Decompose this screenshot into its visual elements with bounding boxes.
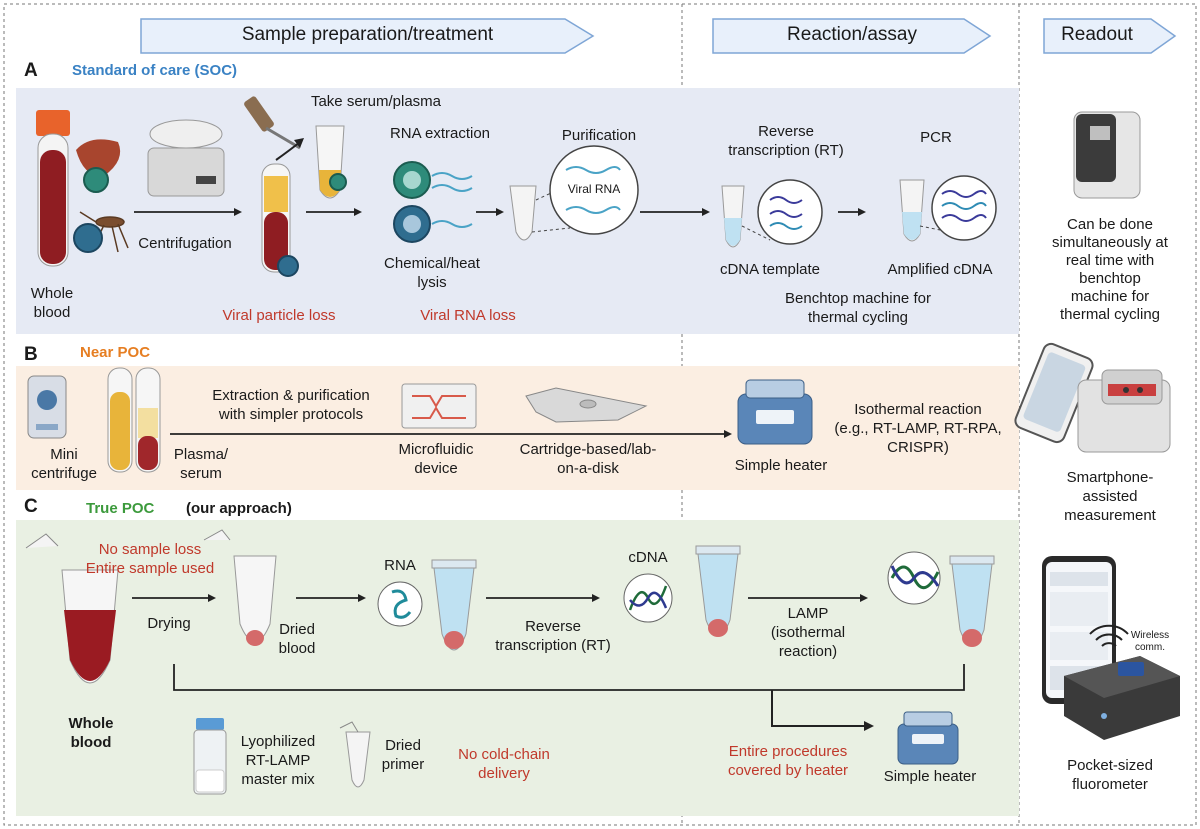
microfluidic-chip-icon: [401, 383, 477, 429]
cdna-tube-icon: [695, 545, 741, 637]
simple-heater-icon: [897, 711, 959, 765]
viral-rna-label: Viral RNA: [567, 182, 621, 196]
virus-icon: [73, 223, 103, 253]
panel-a-title: Standard of care (SOC): [72, 62, 238, 79]
whole-blood-tube-icon: [25, 533, 119, 684]
dried-primer-tube-icon: [345, 731, 371, 788]
simple-heater-c-label: Simple heater: [883, 768, 977, 785]
wireless-label: Wireless comm.: [1130, 630, 1170, 653]
reverse-transcription-c-label: Reverse transcription (RT): [495, 618, 611, 654]
dried-blood-label: Dried blood: [278, 621, 316, 657]
header-readout: Readout: [1043, 18, 1177, 54]
wireless-icon: [1089, 624, 1129, 647]
lamp-tube-icon: [949, 555, 995, 647]
whole-blood-c-label: Whole blood: [68, 715, 114, 751]
extraction-label: Extraction & purification with simpler p…: [212, 387, 370, 423]
fluorometer-phone-icon: [1042, 556, 1116, 704]
entire-procedures-label: Entire procedures covered by heater: [727, 743, 849, 779]
benchtop-machine-icon: [1073, 111, 1141, 199]
liver-icon: [76, 139, 121, 177]
lyophilized-vial-icon: [193, 718, 227, 795]
rna-label: RNA: [384, 557, 416, 574]
microfluidic-label: Microfluidic device: [398, 441, 474, 477]
viral-particle-loss-label: Viral particle loss: [222, 307, 336, 324]
fluorometer-readout-label: Pocket-sized fluorometer: [1067, 757, 1153, 793]
panel-c-background: [16, 520, 1019, 816]
header-sample-prep: Sample preparation/treatment: [140, 18, 595, 54]
drying-label: Drying: [147, 615, 191, 632]
pipette-icon: [244, 96, 301, 150]
panel-c-letter: C: [24, 496, 38, 517]
reverse-transcription-label: Reverse transcription (RT): [728, 123, 844, 159]
amplified-cdna-label: Amplified cDNA: [887, 261, 993, 278]
panel-b-title: Near POC: [80, 344, 151, 361]
pocket-fluorometer-icon: [1064, 656, 1180, 740]
take-serum-label: Take serum/plasma: [310, 93, 442, 110]
panel-b-letter: B: [24, 344, 38, 365]
header-sample-prep-label: Sample preparation/treatment: [241, 24, 494, 45]
cdna-template-label: cDNA template: [719, 261, 821, 278]
panel-c-approach: (our approach): [186, 500, 292, 517]
cartridge-label: Cartridge-based/lab- on-a-disk: [519, 441, 657, 477]
no-sample-loss-label: No sample loss Entire sample used: [85, 541, 215, 577]
virus-icon: [277, 255, 299, 277]
benchtop-label: Benchtop machine for thermal cycling: [785, 290, 931, 326]
no-cold-chain-label: No cold-chain delivery: [458, 746, 550, 782]
header-reaction-label: Reaction/assay: [787, 24, 917, 45]
simple-heater-b-label: Simple heater: [734, 457, 828, 474]
panel-b-background: [16, 366, 1019, 490]
cdna-circle: [757, 179, 823, 245]
mini-centrifuge-icon: [27, 375, 67, 439]
whole-blood-label: Whole blood: [30, 285, 74, 321]
header-reaction: Reaction/assay: [712, 18, 992, 54]
plasma-tube-icon: [107, 367, 133, 473]
separated-tube-icon: [261, 163, 291, 273]
rt-tube-icon: [721, 185, 771, 248]
mosquito-icon: [79, 211, 129, 253]
isothermal-label: Isothermal reaction (e.g., RT-LAMP, RT-R…: [834, 401, 1002, 456]
header-readout-label: Readout: [1061, 24, 1133, 45]
purification-label: Purification: [561, 127, 637, 144]
centrifuge-icon: [147, 119, 225, 197]
plasma-serum-label: Plasma/ serum: [173, 446, 229, 482]
lamp-label: LAMP (isothermal reaction): [770, 605, 846, 660]
centrifugation-label: Centrifugation: [138, 235, 232, 252]
lysed-virus-icon: [393, 161, 473, 243]
simple-heater-icon: [737, 379, 813, 445]
pcr-tube-icon: [899, 179, 941, 242]
serum-tube-icon: [135, 367, 161, 473]
viral-rna-loss-label: Viral RNA loss: [420, 307, 516, 324]
panel-c-title: True POC: [86, 500, 155, 517]
virus-icon: [329, 173, 347, 191]
dried-blood-tube-icon: [203, 529, 277, 646]
cdna-label: cDNA: [628, 549, 668, 566]
rna-tube-icon: [431, 559, 477, 651]
lyophilized-label: Lyophilized RT-LAMP master mix: [240, 733, 316, 788]
chemical-heat-label: Chemical/heat lysis: [384, 255, 480, 291]
benchtop-readout-label: Can be done simultaneously at real time …: [1052, 216, 1168, 323]
blood-tube-icon: [36, 110, 70, 267]
pcr-label: PCR: [920, 129, 952, 146]
dried-primer-label: Dried primer: [381, 737, 425, 773]
rna-extraction-label: RNA extraction: [389, 125, 491, 142]
smartphone-reader-icon: [1077, 369, 1171, 453]
smartphone-readout-label: Smartphone- assisted measurement: [1064, 469, 1156, 524]
mini-centrifuge-label: Mini centrifuge: [31, 446, 97, 482]
spin-column-icon: [509, 185, 537, 241]
panel-a-letter: A: [24, 60, 38, 81]
virus-icon: [83, 167, 109, 193]
